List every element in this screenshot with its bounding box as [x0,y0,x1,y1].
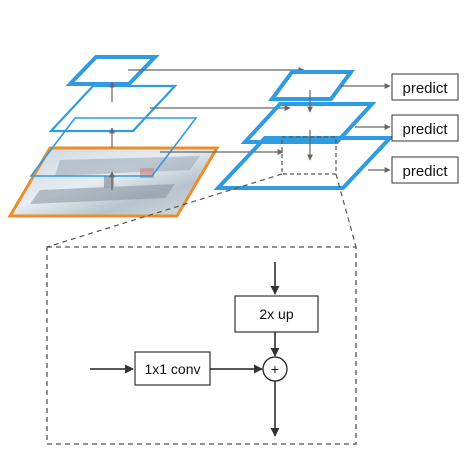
predict-label-1: predict [402,80,448,97]
zoom-connectors [46,173,357,248]
sum-symbol: + [271,361,279,377]
top-down-pathway [213,70,395,190]
lateral-conv-box [134,351,211,386]
upsample-box [234,295,319,333]
lateral-conv-label: 1x1 conv [144,361,200,377]
highlight-region [281,136,337,175]
zoom-line-right [335,173,357,248]
predict-box-1 [391,73,459,101]
detail-dashed-frame [46,246,357,445]
top-down-level-3 [268,70,355,101]
predict-box-3 [391,156,459,184]
upsample-label: 2x up [259,306,293,322]
bottom-up-level-3 [65,55,160,86]
predict-box-2 [391,114,459,142]
merge-detail-panel: 2x up 1x1 conv + [46,246,357,445]
top-down-level-2 [240,102,377,144]
bottom-up-pathway [7,55,220,218]
predict-label-2: predict [402,121,448,138]
bottom-up-level-2 [48,84,178,133]
lateral-connections [128,67,305,155]
top-down-level-1 [213,136,395,190]
bottom-up-level-1 [29,117,198,177]
predict-label-3: predict [402,163,448,180]
prediction-outputs: predict predict predict [341,73,459,184]
